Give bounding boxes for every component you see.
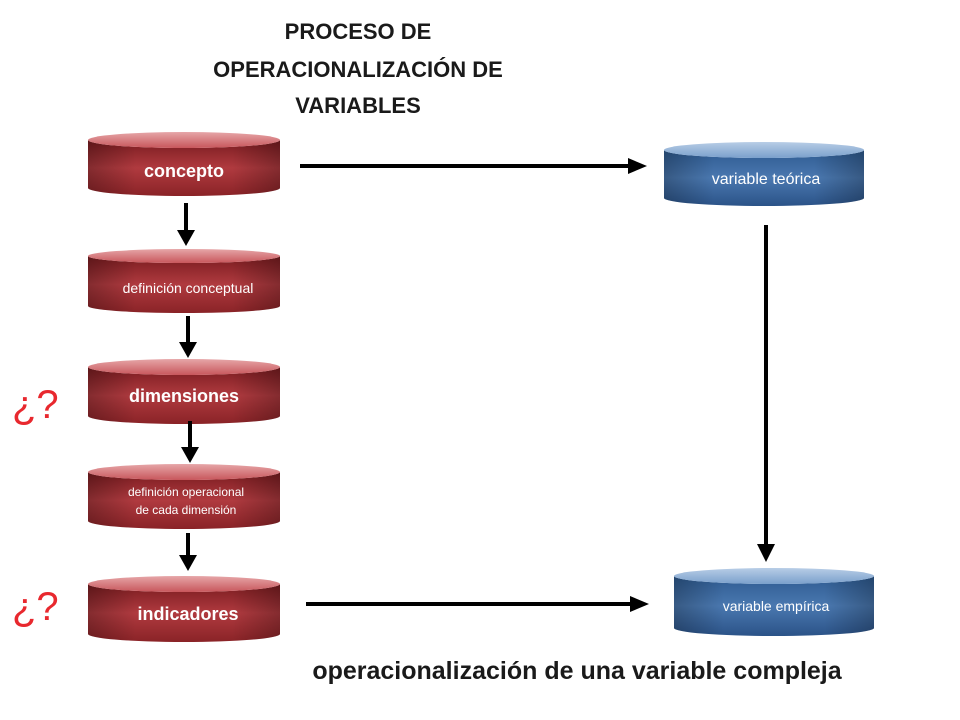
arrow-dimensiones-to-operacional xyxy=(181,421,199,463)
node-variable-teorica: variable teórica xyxy=(664,142,864,206)
node-indicadores: indicadores xyxy=(88,576,280,642)
page-title: PROCESO DE OPERACIONALIZACIÓN DE VARIABL… xyxy=(213,19,503,118)
title-line: PROCESO DE xyxy=(285,19,432,44)
node-label: definición operacional xyxy=(128,485,244,499)
node-definicion-conceptual: definición conceptual xyxy=(88,249,280,313)
node-label: variable empírica xyxy=(723,598,830,614)
node-label: dimensiones xyxy=(129,386,239,406)
arrow-indicadores-to-empirica xyxy=(306,596,649,612)
node-label: variable teórica xyxy=(712,171,821,188)
title-line: OPERACIONALIZACIÓN DE xyxy=(213,57,503,82)
node-dimensiones: dimensiones xyxy=(88,359,280,424)
arrow-concepto-to-teorica xyxy=(300,158,647,174)
node-label: concepto xyxy=(144,161,224,181)
node-variable-empirica: variable empírica xyxy=(674,568,874,636)
node-label: indicadores xyxy=(137,604,238,624)
node-label: de cada dimensión xyxy=(136,503,237,517)
arrow-definicion-to-dimensiones xyxy=(179,316,197,358)
node-label: definición conceptual xyxy=(123,280,254,296)
diagram-caption: operacionalización de una variable compl… xyxy=(312,657,842,685)
arrow-teorica-to-empirica xyxy=(757,225,775,562)
arrow-concepto-to-definicion xyxy=(177,203,195,246)
node-concepto: concepto xyxy=(88,132,280,196)
question-mark-indicadores: ¿? xyxy=(12,585,59,629)
arrow-operacional-to-indicadores xyxy=(179,533,197,571)
question-mark-dimensiones: ¿? xyxy=(12,383,59,427)
title-line: VARIABLES xyxy=(295,93,421,118)
node-definicion-operacional: definición operacional de cada dimensión xyxy=(88,464,280,529)
